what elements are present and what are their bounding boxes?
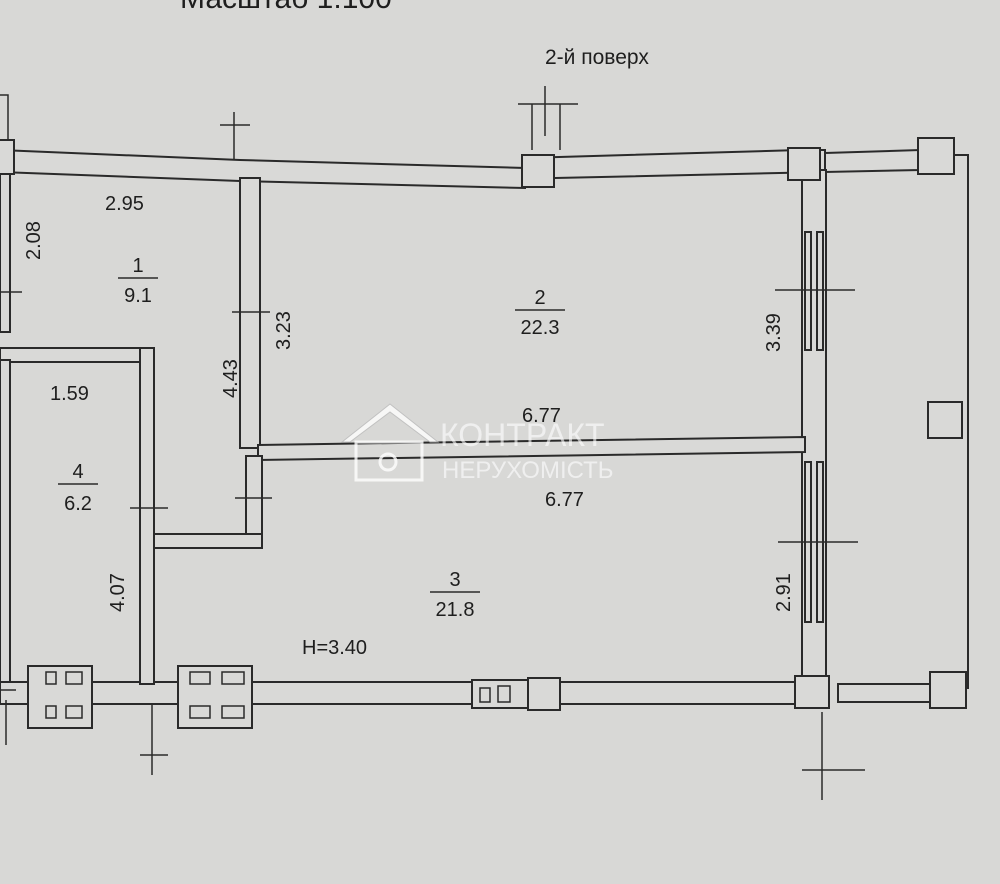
dim-room2-right: 3.39 xyxy=(763,313,785,352)
wall-bottom xyxy=(0,681,806,705)
wall-room1-room4 xyxy=(0,347,151,363)
window-upper-inner xyxy=(804,231,812,351)
window-upper-outer xyxy=(816,231,824,351)
dim-room1-left: 2.08 xyxy=(23,221,45,260)
axis-ticks xyxy=(0,86,865,800)
wall-room1-room2 xyxy=(239,177,261,449)
vent-duct xyxy=(479,687,491,703)
room2-number: 2 xyxy=(534,287,545,309)
column-balcony-bottom xyxy=(929,671,967,709)
dim-room3-right: 2.91 xyxy=(773,573,795,612)
room1-area: 9.1 xyxy=(124,285,152,307)
vent-duct xyxy=(497,685,511,703)
room2-area: 22.3 xyxy=(521,317,560,339)
room4-area: 6.2 xyxy=(64,493,92,515)
watermark-house-icon xyxy=(354,440,424,482)
balcony-rail-bottom xyxy=(837,683,941,703)
scale-heading: Масштаб 1:100 xyxy=(180,0,392,15)
wall-corridor-bottom xyxy=(147,533,263,549)
room1-number: 1 xyxy=(132,255,143,277)
column-top-middle xyxy=(521,154,555,188)
column-balcony-middle xyxy=(927,401,963,439)
vent-duct xyxy=(65,705,83,719)
watermark-text-1: КОНТРАКТ xyxy=(440,417,605,453)
column-top-right xyxy=(787,147,821,181)
column-bottom-right xyxy=(794,675,830,709)
room3-number: 3 xyxy=(449,569,460,591)
column-top-left xyxy=(0,139,15,175)
watermark: КОНТРАКТ НЕРУХОМІСТЬ xyxy=(340,403,614,484)
dim-room2-left: 3.23 xyxy=(273,311,295,350)
vent-duct xyxy=(189,705,211,719)
vent-duct xyxy=(65,671,83,685)
room4-number: 4 xyxy=(72,461,83,483)
dim-room3-top: 6.77 xyxy=(545,489,584,511)
room3-area: 21.8 xyxy=(436,599,475,621)
vent-block-3 xyxy=(471,679,529,709)
wall-top-right xyxy=(524,149,826,182)
balcony-rail-top xyxy=(824,148,921,174)
vent-duct xyxy=(45,671,57,685)
wall-corridor-right xyxy=(245,455,263,547)
vent-duct xyxy=(45,705,57,719)
watermark-key-icon xyxy=(378,452,398,472)
vent-duct xyxy=(189,671,211,685)
ceiling-height: H=3.40 xyxy=(302,637,367,659)
watermark-text-2: НЕРУХОМІСТЬ xyxy=(442,457,614,484)
dim-room1-top: 2.95 xyxy=(105,193,144,215)
wall-left-upper xyxy=(0,171,11,333)
vent-duct xyxy=(221,671,245,685)
floor-label: 2-й поверх xyxy=(545,46,649,69)
watermark-house-icon xyxy=(340,403,440,443)
vent-duct xyxy=(221,705,245,719)
column-bottom-middle xyxy=(527,677,561,711)
dim-room2-bottom: 6.77 xyxy=(522,405,561,427)
wall-left-lower xyxy=(0,359,11,683)
column-balcony-top xyxy=(917,137,955,175)
wall-room4-right xyxy=(139,347,155,685)
dim-room4-right: 4.07 xyxy=(107,573,129,612)
wall-top-left xyxy=(0,148,526,190)
dim-room4-top: 1.59 xyxy=(50,383,89,405)
dim-room1-right: 4.43 xyxy=(220,359,242,398)
